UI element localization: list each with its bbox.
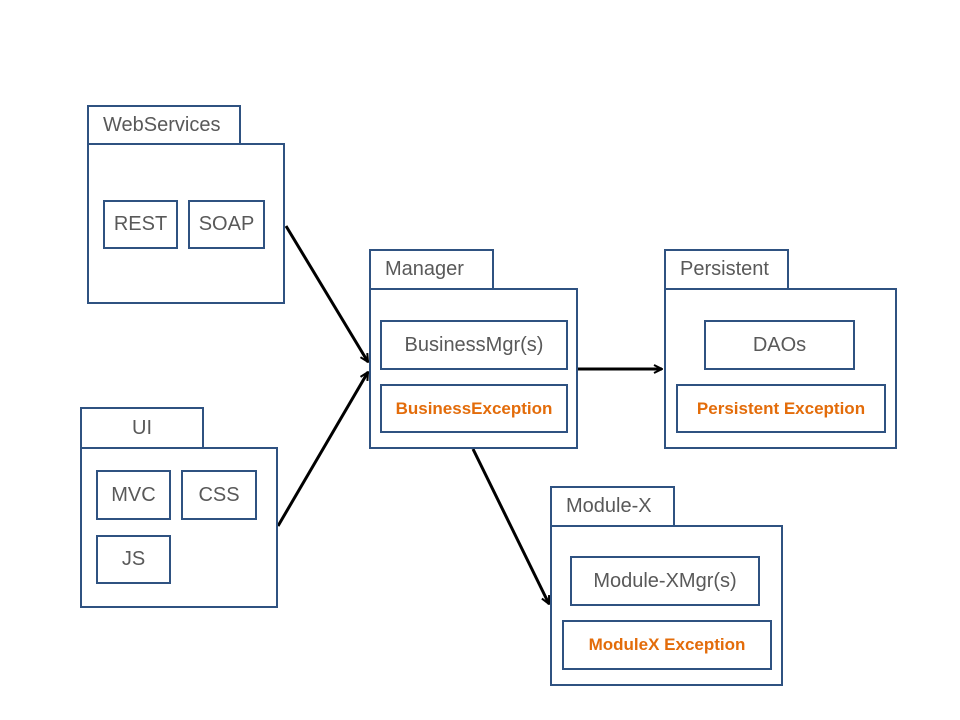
modulex-title: Module-X [550,486,675,527]
daos-box: DAOs [704,320,855,370]
ui-title: UI [80,407,204,449]
arrow-webservices-to-manager [284,225,370,362]
persistent-title: Persistent [664,249,789,290]
modulex-exception-box: ModuleX Exception [562,620,772,670]
persistent-exception-box: Persistent Exception [676,384,886,433]
business-mgr-box: BusinessMgr(s) [380,320,568,370]
modulex-mgr-box: Module-XMgr(s) [570,556,760,606]
manager-title: Manager [369,249,494,290]
webservices-title: WebServices [87,105,241,145]
arrow-manager-to-modulex [471,448,551,604]
rest-box: REST [103,200,178,249]
css-box: CSS [181,470,257,520]
arrow-ui-to-manager [276,372,370,527]
soap-box: SOAP [188,200,265,249]
business-exception-box: BusinessException [380,384,568,433]
js-box: JS [96,535,171,584]
mvc-box: MVC [96,470,171,520]
